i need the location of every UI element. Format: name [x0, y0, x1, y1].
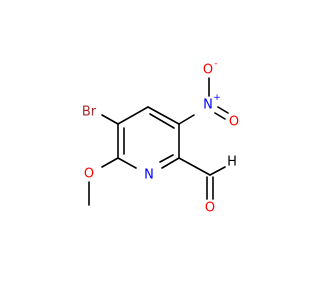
atom-label-nitro-oxygen-right: O: [229, 115, 239, 130]
bond-c5-br: [101, 114, 119, 125]
bond-c2-n1-inner: [159, 154, 174, 163]
atom-label-nitro-oxygen-top: O: [203, 63, 213, 78]
atom-label-aldehyde-hydrogen: H: [227, 155, 237, 170]
atom-label-aldehyde-oxygen: O: [205, 201, 215, 216]
bond-c3-n-nitro: [178, 114, 195, 125]
atom-label-bromine: Br: [82, 105, 97, 120]
molecule-drawing: Br O N N + O - O O H: [82, 59, 239, 216]
bond-cho-h: [209, 166, 226, 176]
bond-n-nitro-o-right-b: [214, 112, 226, 120]
atom-label-nitro-nitrogen: N: [203, 98, 213, 113]
bond-c2-n1: [161, 157, 180, 169]
bond-c6-o-methoxy: [101, 157, 119, 168]
bond-n1-c6: [117, 157, 137, 169]
molecule-structure: Br O N N + O - O O H: [82, 59, 239, 216]
nitro-oxygen-charge: -: [214, 59, 217, 69]
bond-c2-cho: [178, 157, 211, 176]
bond-c4-c3-inner: [149, 113, 175, 129]
atom-label-ring-nitrogen: N: [144, 168, 154, 183]
bond-n-nitro-o-right-a: [217, 106, 229, 114]
nitro-nitrogen-charge: +: [213, 93, 221, 103]
atom-label-methoxy-oxygen: O: [84, 167, 94, 182]
bond-c4-c3: [147, 106, 180, 125]
bond-c5-c4: [117, 106, 149, 125]
